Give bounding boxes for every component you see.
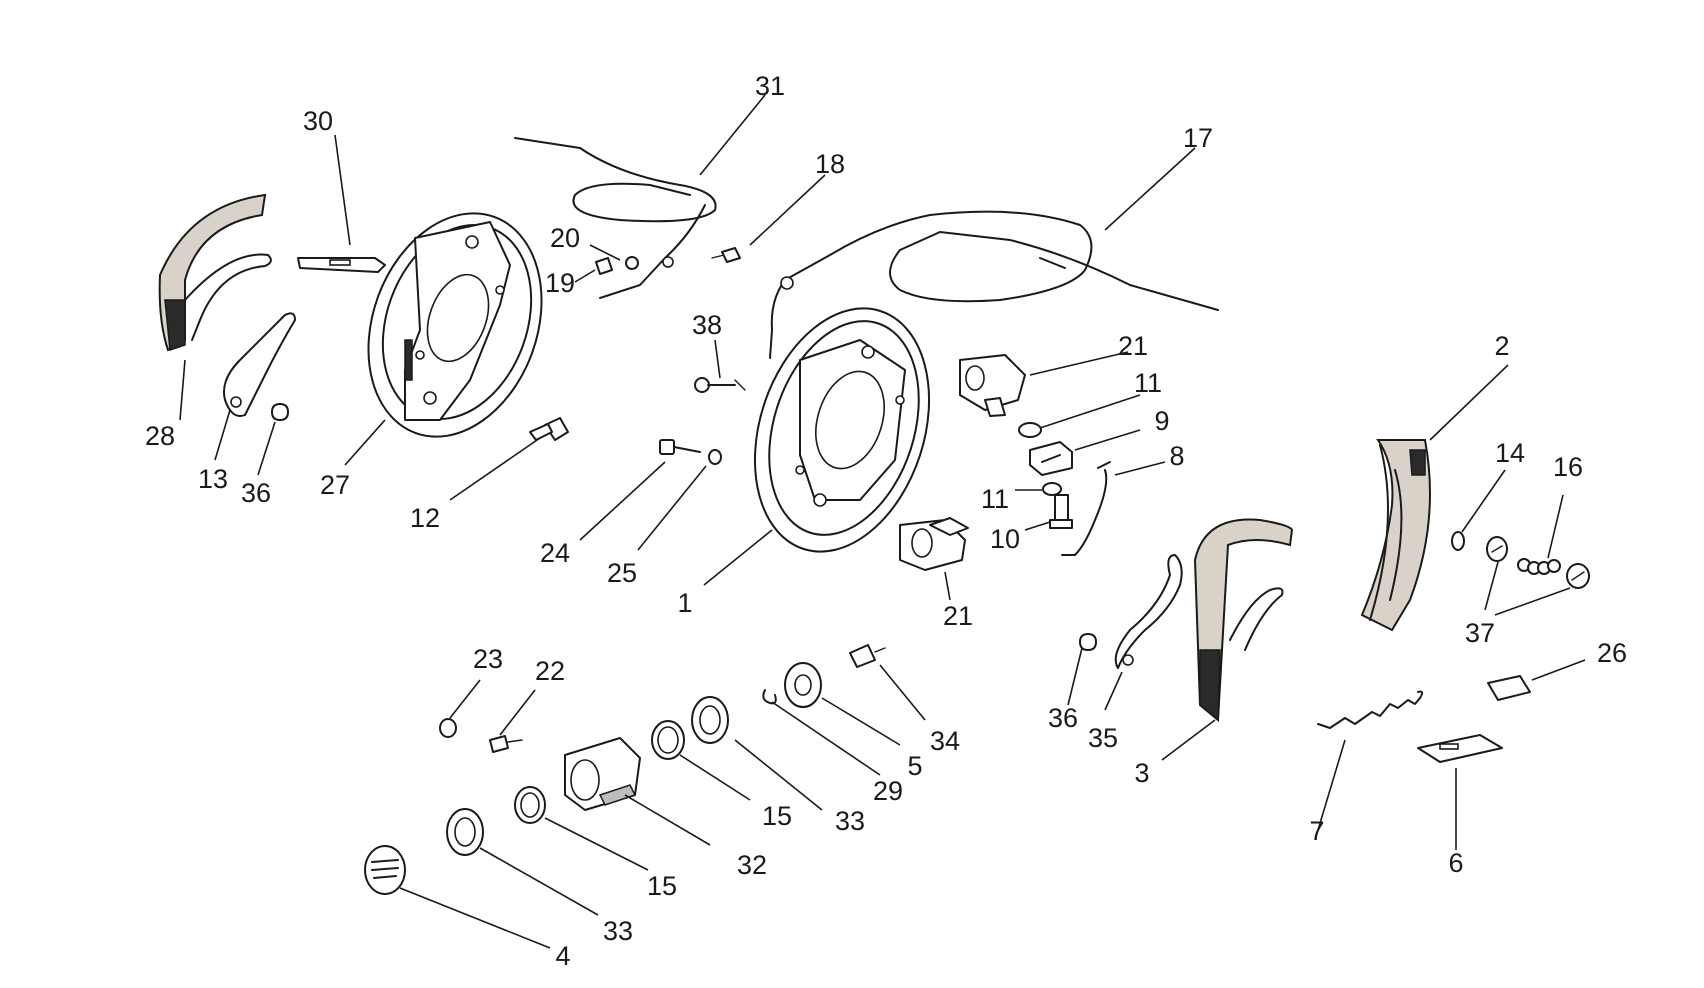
brake-shoe-center	[1193, 518, 1294, 723]
label-32: 32	[737, 850, 767, 880]
label-29: 29	[873, 776, 903, 806]
bolt-24	[659, 439, 701, 455]
label-7: 7	[1309, 816, 1324, 846]
spring-cup-left	[1486, 536, 1508, 562]
label-37: 37	[1465, 618, 1495, 648]
bleed-screw-22	[489, 735, 523, 753]
brake-shoe-right	[1360, 439, 1431, 632]
washer-11-upper	[1018, 422, 1042, 438]
label-21-upper: 21	[1118, 331, 1148, 361]
label-18: 18	[815, 149, 845, 179]
handbrake-lever-right	[1114, 554, 1183, 669]
label-36-left: 36	[241, 478, 271, 508]
label-26: 26	[1597, 638, 1627, 668]
label-9: 9	[1154, 406, 1169, 436]
pin-right	[1079, 633, 1097, 651]
label-14: 14	[1495, 438, 1525, 468]
piston-upper	[691, 696, 729, 744]
clip-29	[762, 689, 777, 705]
cylinder-body	[564, 737, 641, 811]
label-38: 38	[692, 310, 722, 340]
backing-plate-left	[367, 212, 543, 438]
seal-upper	[651, 720, 685, 760]
label-22: 22	[535, 656, 565, 686]
label-33-lower: 33	[603, 916, 633, 946]
label-21-lower: 21	[943, 601, 973, 631]
handbrake-cable-left	[514, 137, 717, 299]
label-23: 23	[473, 644, 503, 674]
label-35: 35	[1088, 723, 1118, 753]
label-33-upper: 33	[835, 806, 865, 836]
label-3: 3	[1134, 758, 1149, 788]
adjuster-wheel	[784, 662, 822, 708]
dust-cap-23	[439, 718, 457, 738]
label-28: 28	[145, 421, 175, 451]
clip-26	[1487, 675, 1531, 701]
label-25: 25	[607, 558, 637, 588]
adjuster-bolt	[529, 417, 569, 441]
label-24: 24	[540, 538, 570, 568]
washer-11-lower	[1042, 482, 1062, 496]
connector-block	[1029, 441, 1073, 476]
bolt-18	[711, 247, 741, 263]
wheel-cylinder-upper	[959, 354, 1026, 417]
bleed-nipple	[849, 644, 886, 668]
part-labels: 31 30 18 20 19 17 38 21 11 9 8 11 10 28 …	[145, 71, 1627, 971]
label-15-upper: 15	[762, 801, 792, 831]
label-2: 2	[1494, 331, 1509, 361]
handbrake-lever-left	[223, 312, 296, 417]
label-13: 13	[198, 464, 228, 494]
spring-cup-right	[1566, 563, 1590, 589]
label-5: 5	[907, 751, 922, 781]
brake-shoe-left	[158, 193, 272, 352]
label-10: 10	[990, 524, 1020, 554]
label-15-lower: 15	[647, 871, 677, 901]
label-11-lower: 11	[981, 484, 1009, 514]
label-1: 1	[677, 588, 692, 618]
label-12: 12	[410, 503, 440, 533]
label-34: 34	[930, 726, 960, 756]
leader-lines	[179, 94, 1586, 949]
label-30: 30	[303, 106, 333, 136]
label-6: 6	[1448, 848, 1463, 878]
washer-25	[708, 449, 722, 465]
label-17: 17	[1183, 123, 1213, 153]
label-20: 20	[550, 223, 580, 253]
plate-6	[1417, 734, 1503, 763]
dust-cover	[364, 845, 406, 895]
label-31: 31	[755, 71, 785, 101]
wheel-cylinder-lower	[899, 517, 969, 571]
brake-pipe	[1061, 461, 1111, 556]
pin-left	[271, 403, 289, 421]
hold-down-spring	[1517, 558, 1561, 575]
backing-plate-center	[753, 307, 931, 553]
pin-38	[694, 377, 746, 393]
piston-lower	[446, 808, 484, 856]
adjuster-strut	[297, 257, 386, 273]
nut-20	[625, 256, 639, 270]
label-16: 16	[1553, 452, 1583, 482]
label-19: 19	[545, 268, 575, 298]
label-27: 27	[320, 470, 350, 500]
washer-19	[595, 257, 613, 275]
label-11-upper: 11	[1134, 368, 1162, 398]
handbrake-cable-right	[769, 210, 1219, 359]
label-8: 8	[1169, 441, 1184, 471]
bolt-10	[1049, 494, 1073, 529]
return-spring	[1317, 690, 1424, 729]
washer-14	[1451, 531, 1465, 551]
label-36-right: 36	[1048, 703, 1078, 733]
seal-lower	[514, 786, 546, 824]
label-4: 4	[555, 941, 570, 971]
